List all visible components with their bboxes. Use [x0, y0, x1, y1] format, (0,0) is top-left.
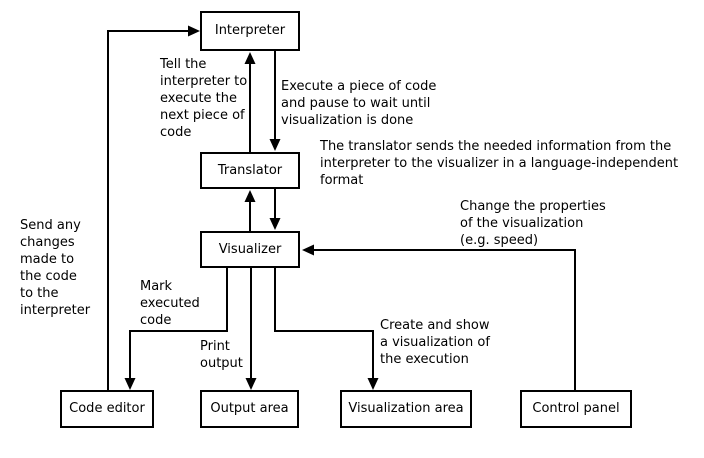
node-visualizer-label: Visualizer	[218, 241, 282, 257]
arrow-control-panel-to-visualizer	[302, 244, 576, 390]
node-translator: Translator	[200, 152, 300, 189]
node-visualization-area-label: Visualization area	[348, 401, 464, 416]
edge-label-change-properties: Change the properties of the visualizati…	[460, 199, 606, 248]
node-code-editor-label: Code editor	[69, 401, 145, 416]
arrow-visualizer-to-visualization-area	[274, 268, 379, 390]
edge-label-print-output: Print output	[200, 339, 243, 371]
edge-label-mark-executed: Mark executed code	[140, 279, 200, 328]
arrow-visualizer-to-code-editor	[124, 268, 228, 390]
node-control-panel-label: Control panel	[532, 401, 620, 416]
edge-label-execute-pause: Execute a piece of code and pause to wai…	[281, 79, 437, 128]
edge-label-tell-interpreter: Tell the interpreter to execute the next…	[160, 57, 248, 140]
edge-label-translator-sends: The translator sends the needed informat…	[320, 139, 679, 188]
node-code-editor: Code editor	[60, 390, 154, 428]
node-interpreter: Interpreter	[200, 11, 300, 51]
edge-label-send-changes: Send any changes made to the code to the…	[20, 218, 91, 318]
node-output-area: Output area	[200, 390, 299, 428]
edge-label-create-show: Create and show a visualization of the e…	[380, 318, 490, 367]
node-output-area-label: Output area	[210, 401, 289, 416]
arrow-visualizer-to-translator	[244, 190, 256, 231]
arrow-visualizer-to-output-area	[245, 268, 257, 390]
arrow-interpreter-to-translator	[269, 51, 281, 151]
arrow-translator-to-visualizer	[269, 189, 281, 230]
node-visualization-area: Visualization area	[340, 390, 472, 428]
node-control-panel: Control panel	[520, 390, 632, 428]
node-interpreter-label: Interpreter	[214, 23, 286, 38]
node-translator-label: Translator	[217, 162, 283, 178]
node-visualizer: Visualizer	[200, 231, 300, 268]
arrow-code-editor-to-interpreter	[107, 25, 200, 390]
arrow-translator-to-interpreter	[244, 52, 256, 152]
